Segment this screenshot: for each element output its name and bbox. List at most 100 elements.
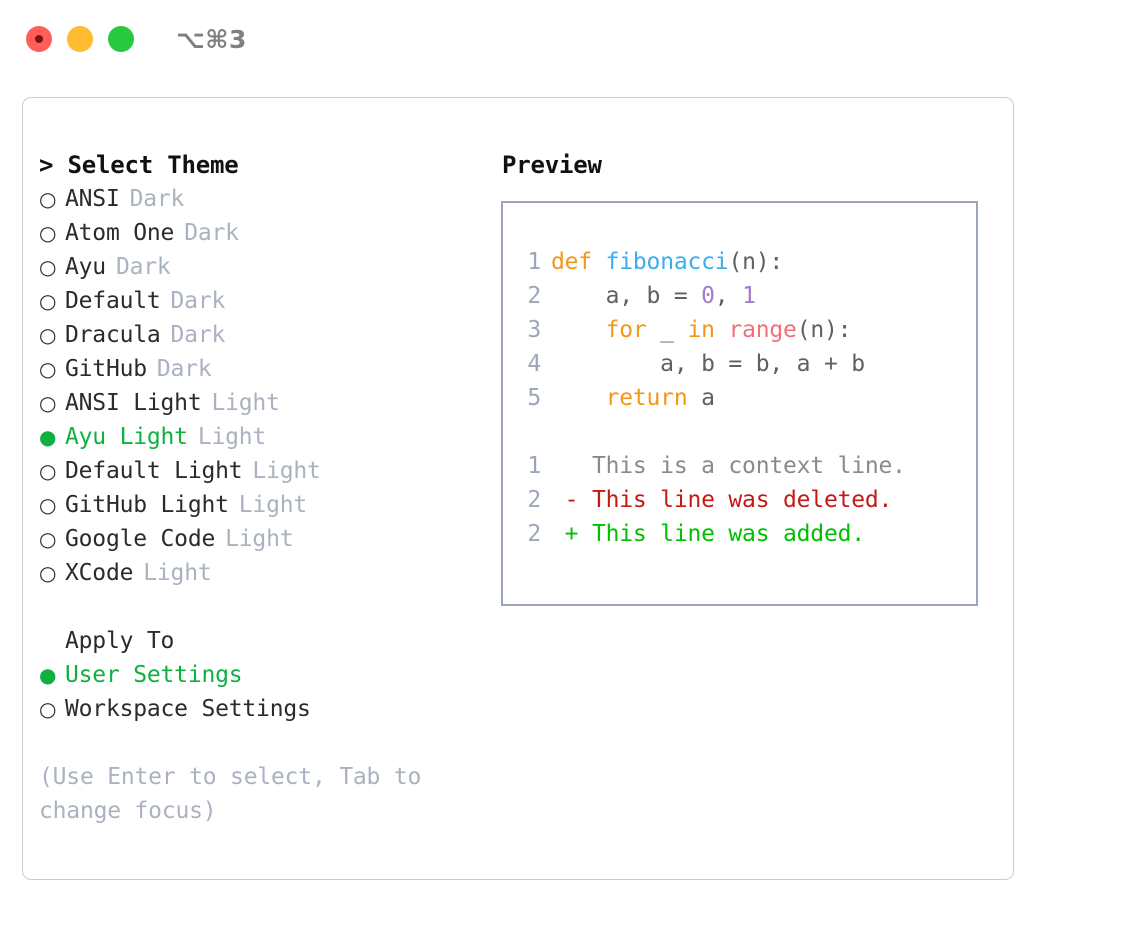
theme-option-variant-tag: Light bbox=[252, 458, 321, 484]
diff-line: 2 + This line was added. bbox=[517, 517, 976, 551]
keyboard-shortcut-label: ⌥⌘3 bbox=[176, 24, 247, 54]
code-token: 1 bbox=[742, 283, 756, 309]
diff-line-number: 2 bbox=[527, 487, 541, 513]
title-bar: ⌥⌘3 bbox=[0, 0, 1140, 78]
theme-option-label: Default Light bbox=[65, 458, 243, 484]
code-line-number: 5 bbox=[527, 385, 541, 411]
code-token: 0 bbox=[701, 283, 715, 309]
apply-to-option[interactable]: ○Workspace Settings bbox=[39, 692, 479, 726]
keyboard-hint-text: (Use Enter to select, Tab to change focu… bbox=[39, 764, 422, 824]
code-token bbox=[551, 385, 606, 411]
radio-selected-icon: ● bbox=[39, 425, 57, 449]
code-line-content: def fibonacci(n): bbox=[551, 245, 783, 279]
apply-to-marker-placeholder: ○ bbox=[39, 624, 65, 658]
diff-sample: 1 This is a context line.2 - This line w… bbox=[517, 449, 976, 551]
theme-option-label: Default bbox=[65, 288, 161, 314]
code-token: return bbox=[605, 385, 688, 411]
code-token: a bbox=[687, 385, 715, 411]
theme-option[interactable]: ○ Atom One Dark bbox=[39, 216, 479, 250]
apply-to-option[interactable]: ● User Settings bbox=[39, 658, 479, 692]
diff-line-number: 2 bbox=[527, 521, 541, 547]
theme-option-variant-tag: Light bbox=[143, 560, 212, 586]
code-line: 4 a, b = b, a + b bbox=[517, 347, 976, 381]
theme-option-variant-tag: Light bbox=[225, 526, 294, 552]
theme-option-label: GitHub bbox=[65, 356, 147, 382]
code-token: in bbox=[687, 317, 715, 343]
code-line: 5 return a bbox=[517, 381, 976, 415]
theme-option-variant-tag: Light bbox=[197, 424, 267, 450]
theme-option-variant-tag: Dark bbox=[129, 186, 185, 212]
theme-option[interactable]: ○ Default Light Light bbox=[39, 454, 479, 488]
theme-option-variant-tag: Light bbox=[238, 492, 308, 518]
code-token: _ bbox=[646, 317, 688, 343]
radio-unselected-icon: ○ bbox=[39, 221, 57, 245]
code-token bbox=[551, 317, 606, 343]
radio-unselected-icon: ○ bbox=[39, 459, 57, 483]
minimize-button[interactable] bbox=[67, 26, 93, 52]
code-line: 2 a, b = 0, 1 bbox=[517, 279, 976, 313]
code-token bbox=[592, 249, 606, 275]
radio-unselected-icon: ○ bbox=[39, 561, 57, 585]
radio-unselected-icon: ○ bbox=[39, 357, 57, 381]
code-line-content: a, b = b, a + b bbox=[551, 347, 865, 381]
code-token: (n): bbox=[728, 249, 784, 275]
apply-to-option-label: User Settings bbox=[65, 662, 243, 688]
theme-option[interactable]: ○ GitHub Dark bbox=[39, 352, 479, 386]
apply-to-list[interactable]: ● User Settings ○Workspace Settings bbox=[39, 658, 479, 726]
section-spacer bbox=[39, 590, 479, 624]
code-diff-gap bbox=[517, 415, 976, 449]
theme-option[interactable]: ○ XCode Light bbox=[39, 556, 479, 590]
theme-option-variant-tag: Dark bbox=[115, 254, 171, 280]
theme-option-label: GitHub Light bbox=[65, 492, 229, 518]
theme-option[interactable]: ○ Default Dark bbox=[39, 284, 479, 318]
code-token: for bbox=[605, 317, 647, 343]
theme-option-variant-tag: Dark bbox=[156, 356, 212, 382]
theme-option-label: Dracula bbox=[65, 322, 161, 348]
diff-line: 1 This is a context line. bbox=[517, 449, 976, 483]
close-button[interactable] bbox=[26, 26, 52, 52]
theme-option-label: XCode bbox=[65, 560, 134, 586]
theme-option-variant-tag: Dark bbox=[184, 220, 239, 246]
code-line-content: return a bbox=[551, 381, 715, 415]
code-token: a, b = b, a + b bbox=[551, 351, 865, 377]
code-token: , bbox=[714, 283, 743, 309]
code-line-number: 1 bbox=[527, 249, 541, 275]
theme-option-variant-tag: Light bbox=[211, 390, 280, 416]
theme-option-variant-tag: Dark bbox=[170, 288, 226, 314]
code-token: range bbox=[728, 317, 797, 343]
radio-unselected-icon: ○ bbox=[39, 187, 57, 211]
theme-option[interactable]: ● Ayu Light Light bbox=[39, 420, 479, 454]
apply-to-label: Apply To bbox=[65, 628, 175, 654]
theme-option-label: Atom One bbox=[65, 220, 175, 246]
code-token: a, b = bbox=[551, 283, 702, 309]
diff-line-content: This is a context line. bbox=[551, 453, 906, 479]
code-token bbox=[715, 317, 729, 343]
theme-option-label: Ayu Light bbox=[65, 424, 188, 450]
diff-line-content: - This line was deleted. bbox=[551, 487, 893, 513]
radio-selected-icon: ● bbox=[39, 663, 57, 687]
code-token: def bbox=[551, 249, 592, 275]
diff-line: 2 - This line was deleted. bbox=[517, 483, 976, 517]
diff-line-number: 1 bbox=[527, 453, 541, 479]
apply-to-heading: ○ Apply To bbox=[39, 624, 479, 658]
apply-to-option-label: Workspace Settings bbox=[65, 696, 311, 722]
theme-option-label: ANSI Light bbox=[65, 390, 202, 416]
maximize-button[interactable] bbox=[108, 26, 134, 52]
radio-unselected-icon: ○ bbox=[39, 289, 57, 313]
theme-option-label: Ayu bbox=[65, 254, 106, 280]
code-line: 1 def fibonacci(n): bbox=[517, 245, 976, 279]
code-line-content: a, b = 0, 1 bbox=[551, 279, 756, 313]
